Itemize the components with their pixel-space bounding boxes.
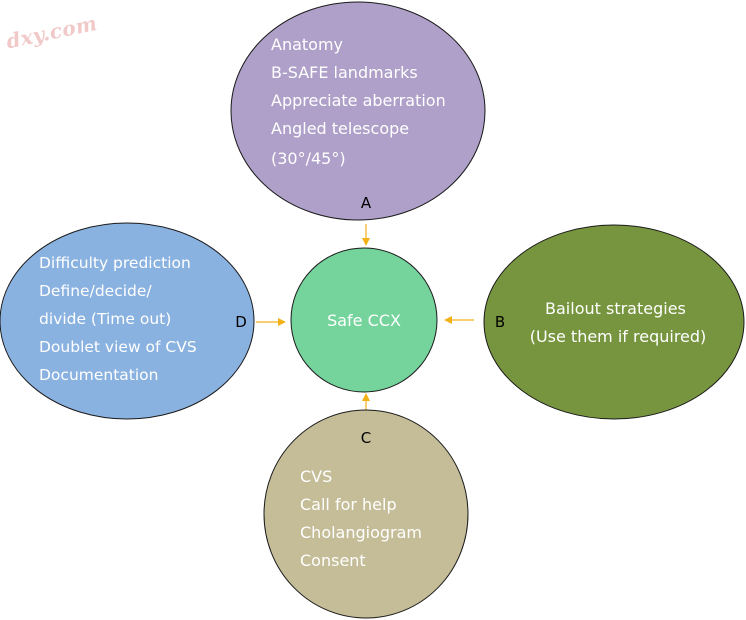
- left-line: divide (Time out): [39, 310, 171, 328]
- bottom-line: Call for help: [300, 495, 397, 514]
- left-line: Difficulty prediction: [39, 254, 191, 272]
- top-ellipse: [230, 1, 486, 221]
- left-ellipse-text: Difficulty prediction Define/decide/ div…: [39, 254, 202, 384]
- top-line: Anatomy: [271, 35, 343, 54]
- right-line: Bailout strategies: [545, 299, 686, 318]
- center-circle: [290, 247, 438, 393]
- right-ellipse-text: Bailout strategies (Use them if required…: [530, 299, 707, 346]
- left-line: Documentation: [39, 366, 159, 384]
- top-ellipse-text: Anatomy B-SAFE landmarks Appreciate aber…: [271, 35, 451, 168]
- top-letter: A: [361, 194, 372, 212]
- top-line: Appreciate aberration: [271, 91, 446, 110]
- top-line: (30°/45°): [271, 149, 346, 168]
- left-letter: D: [235, 313, 247, 331]
- bottom-letter: C: [361, 429, 371, 447]
- bottom-line: Consent: [300, 551, 366, 570]
- bottom-line: Cholangiogram: [300, 523, 422, 542]
- top-line: B-SAFE landmarks: [271, 63, 418, 82]
- top-line: Angled telescope: [271, 119, 409, 138]
- left-line: Doublet view of CVS: [39, 338, 197, 356]
- center-label: Safe CCX: [327, 311, 401, 330]
- bottom-ellipse: [263, 409, 469, 619]
- right-letter: B: [495, 313, 505, 331]
- left-line: Define/decide/: [39, 282, 152, 300]
- right-ellipse: [483, 224, 745, 420]
- bottom-line: CVS: [300, 467, 332, 486]
- bottom-ellipse-text: CVS Call for help Cholangiogram Consent: [300, 467, 427, 570]
- right-line: (Use them if required): [530, 327, 707, 346]
- left-ellipse: [0, 222, 255, 420]
